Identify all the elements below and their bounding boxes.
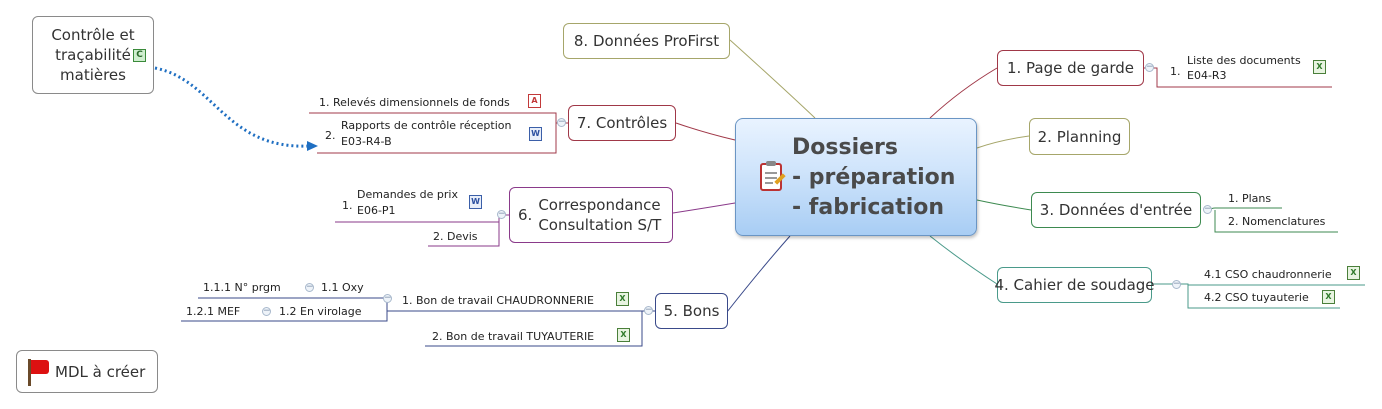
floating-topic-mdl[interactable]: MDL à créer	[16, 350, 158, 393]
subtopic-releves[interactable]: 1. Relevés dimensionnels de fonds	[319, 96, 510, 109]
collapse-toggle-bon-chaudronnerie[interactable]: −	[383, 293, 392, 303]
topic-correspondance-line1: Correspondance	[538, 196, 661, 214]
word-icon[interactable]: W	[529, 127, 542, 141]
excel-icon[interactable]: X	[1322, 290, 1335, 304]
subtopic-liste-line1[interactable]: Liste des documents	[1187, 54, 1301, 67]
central-title-line1: Dossiers	[792, 135, 898, 160]
branch-correspondance	[672, 202, 736, 214]
collapse-toggle-page-de-garde[interactable]: −	[1145, 62, 1154, 72]
subtopic-devis[interactable]: 2. Devis	[433, 230, 478, 243]
subtopic-bon-tuyauterie[interactable]: 2. Bon de travail TUYAUTERIE	[432, 330, 595, 343]
subtopic-cso-chaudronnerie[interactable]: 4.1 CSO chaudronnerie	[1204, 268, 1332, 281]
excel-icon[interactable]: X	[616, 292, 629, 306]
collapse-toggle-cahier-soudage[interactable]: −	[1172, 279, 1181, 289]
branch-donnees-entree	[976, 199, 1032, 211]
branch-controles	[675, 122, 736, 141]
subtopic-demandes-line1[interactable]: Demandes de prix	[357, 188, 458, 201]
mdl-label: MDL à créer	[55, 362, 146, 381]
floating-controle-line3: matières	[60, 66, 126, 84]
branch-bons	[726, 235, 791, 313]
central-title-line2: - préparation	[792, 165, 956, 190]
subtopic-cso-tuyauterie[interactable]: 4.2 CSO tuyauterie	[1204, 291, 1309, 304]
subtopic-demandes-number: 1.	[342, 199, 353, 212]
topic-correspondance[interactable]: 6. Correspondance Consultation S/T	[509, 187, 673, 243]
excel-icon[interactable]: X	[617, 328, 630, 342]
floating-controle-line2: traçabilité	[55, 46, 131, 64]
collapse-toggle-correspondance[interactable]: −	[497, 209, 506, 219]
collapse-toggle-donnees-entree[interactable]: −	[1203, 204, 1212, 214]
branch-planning	[976, 135, 1030, 149]
red-flag-icon	[25, 357, 51, 387]
excel-icon[interactable]: X	[1313, 60, 1326, 74]
topic-profirst[interactable]: 8. Données ProFirst	[563, 23, 730, 59]
branch-cahier-soudage	[929, 235, 998, 285]
central-title-line3: - fabrication	[792, 195, 945, 220]
subtopic-en-virolage[interactable]: 1.2 En virolage	[279, 305, 362, 318]
excel-icon[interactable]: X	[1347, 266, 1360, 280]
central-topic[interactable]: Dossiers - préparation - fabrication	[735, 118, 977, 236]
subtopic-rapports-line1[interactable]: Rapports de contrôle réception	[341, 119, 512, 132]
relationship-arrow	[154, 66, 311, 148]
topic-donnees-entree[interactable]: 3. Données d'entrée	[1031, 192, 1201, 228]
branch-profirst	[729, 39, 816, 119]
subtopic-mef[interactable]: 1.2.1 MEF	[186, 305, 241, 318]
subtopic-liste-line2[interactable]: E04-R3	[1187, 69, 1227, 82]
topic-bons[interactable]: 5. Bons	[655, 293, 728, 329]
subtopic-demandes-line2[interactable]: E06-P1	[357, 204, 396, 217]
branch-page-de-garde	[929, 67, 998, 119]
topic-correspondance-number: 6.	[518, 206, 533, 224]
collapse-toggle-controles[interactable]: −	[557, 117, 566, 127]
subtopic-rapports-number: 2.	[325, 129, 336, 142]
topic-correspondance-line2: Consultation S/T	[538, 216, 662, 234]
collapse-toggle-bons[interactable]: −	[644, 305, 653, 315]
topic-controles[interactable]: 7. Contrôles	[568, 105, 676, 141]
collapse-toggle-en-virolage[interactable]: −	[262, 306, 271, 316]
topic-page-de-garde[interactable]: 1. Page de garde	[997, 50, 1144, 86]
subtopic-plans[interactable]: 1. Plans	[1228, 192, 1272, 205]
word-icon[interactable]: W	[469, 195, 482, 209]
topic-planning[interactable]: 2. Planning	[1029, 118, 1130, 155]
subtopic-liste-number: 1.	[1170, 65, 1181, 78]
clipboard-edit-icon	[760, 161, 786, 191]
subtopic-bon-chaudronnerie[interactable]: 1. Bon de travail CHAUDRONNERIE	[402, 294, 594, 307]
subtopic-n-prgm[interactable]: 1.1.1 N° prgm	[203, 281, 281, 294]
topic-cahier-soudage[interactable]: 4. Cahier de soudage	[994, 267, 1155, 303]
subtopic-nomenclatures[interactable]: 2. Nomenclatures	[1228, 215, 1326, 228]
collapse-toggle-oxy[interactable]: −	[305, 282, 314, 292]
floating-controle-line1: Contrôle et	[51, 26, 135, 44]
subtopic-oxy[interactable]: 1.1 Oxy	[321, 281, 364, 294]
pdf-icon[interactable]: A	[528, 94, 541, 108]
marker-c-icon: C	[133, 49, 146, 62]
subtopic-rapports-line2[interactable]: E03-R4-B	[341, 135, 392, 148]
